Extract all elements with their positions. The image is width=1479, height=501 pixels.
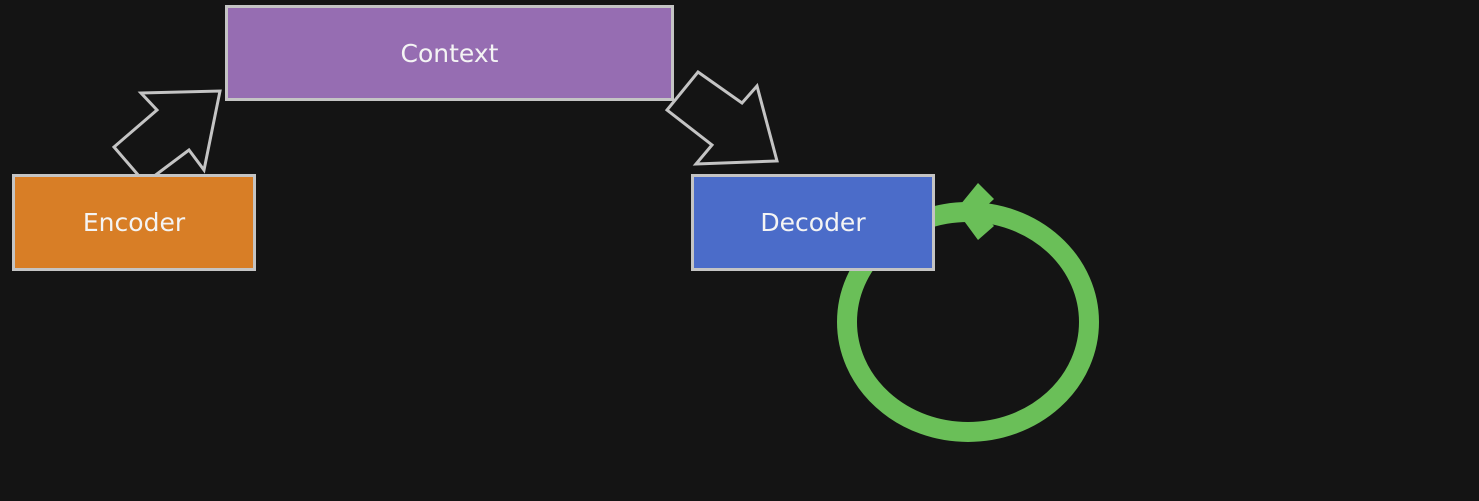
context-label: Context — [400, 38, 499, 68]
decoder-label: Decoder — [760, 208, 866, 237]
encoder-node: Encoder — [12, 174, 256, 271]
encoder-label: Encoder — [82, 208, 186, 237]
decoder-node: Decoder — [691, 174, 935, 271]
self-loop-arrowhead-icon — [956, 183, 994, 240]
encoder-to-context-arrow — [111, 89, 222, 186]
context-to-decoder-arrow — [664, 69, 779, 166]
context-node: Context — [225, 5, 674, 101]
